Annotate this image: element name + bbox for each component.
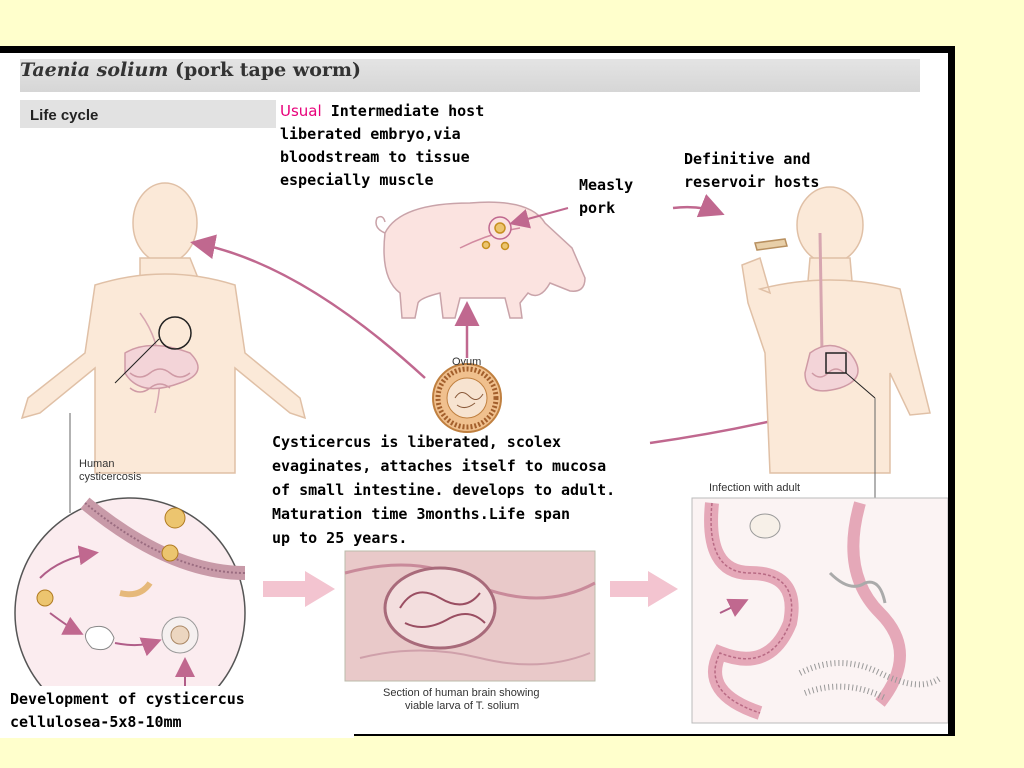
measly-pork-line1: Measly bbox=[579, 176, 634, 194]
section-bar bbox=[20, 100, 276, 128]
human-figure-left bbox=[20, 182, 307, 474]
intermediate-host-note-line4: especially muscle bbox=[280, 171, 434, 189]
cysticercus-note-line2: evaginates, attaches itself to mucosa bbox=[272, 457, 607, 475]
cysticercosis-inset bbox=[14, 497, 246, 729]
definitive-hosts-note: Definitive and reservoir hosts bbox=[684, 148, 819, 194]
panel-arrow-1 bbox=[263, 571, 335, 607]
title-banner bbox=[20, 59, 920, 92]
cysticercus-note-line5: up to 25 years. bbox=[272, 529, 408, 547]
section-label: Life cycle bbox=[30, 107, 99, 124]
measly-pork-note: Measly pork bbox=[579, 174, 633, 220]
panel-arrow-2 bbox=[610, 571, 678, 607]
ovum-label: Ovum bbox=[452, 356, 482, 368]
usual-highlight: Usual bbox=[280, 102, 322, 120]
cysticercus-note-line1: Cysticercus is liberated, scolex bbox=[272, 433, 561, 451]
cysticercus-note-line3: of small intestine. develops to adult. bbox=[272, 481, 616, 499]
human-to-ovum-arrow bbox=[649, 416, 786, 445]
intermediate-host-note-line3: bloodstream to tissue bbox=[280, 148, 470, 166]
ovum-to-human-arrow bbox=[190, 234, 426, 379]
human-figure-right bbox=[741, 186, 931, 474]
title-species: Taenia solium bbox=[20, 59, 169, 81]
definitive-hosts-line2: reservoir hosts bbox=[684, 173, 820, 191]
definitive-hosts-line1: Definitive and bbox=[684, 150, 811, 168]
life-cycle-artwork bbox=[14, 182, 948, 729]
cyst-highlight-circle bbox=[158, 316, 192, 350]
ovum-icon bbox=[432, 363, 502, 433]
measly-pork-line2: pork bbox=[579, 199, 616, 217]
cysticercus-note: Cysticercus is liberated, scolex evagina… bbox=[272, 430, 652, 550]
life-cycle-figure: Taenia solium (pork tape worm) Life cycl… bbox=[0, 53, 948, 734]
intestine-adult-worm-image bbox=[691, 497, 948, 724]
development-note: Development of cysticercus cellulosea-5x… bbox=[0, 686, 354, 738]
development-note-line1: Development of cysticercus bbox=[10, 690, 245, 708]
intermediate-host-note: Usual Intermediate host liberated embryo… bbox=[280, 100, 550, 192]
intermediate-host-note-line2: liberated embryo,via bbox=[280, 125, 461, 143]
infection-adult-label: Infection with adult bbox=[709, 482, 801, 494]
pig-icon bbox=[375, 201, 586, 319]
brain-section-caption-line1: Section of human brain showing bbox=[383, 687, 540, 699]
cysticercus-note-line4: Maturation time 3months.Life span bbox=[272, 505, 571, 523]
human-cysticercosis-label-line2: cysticercosis bbox=[79, 471, 142, 483]
measly-pork-pointer bbox=[509, 207, 569, 229]
callout-line bbox=[114, 338, 160, 384]
human-cysticercosis-label-line1: Human bbox=[79, 458, 115, 470]
figure-title: Taenia solium (pork tape worm) bbox=[20, 59, 361, 81]
callout-line-right bbox=[845, 372, 876, 399]
intermediate-host-text: Intermediate host bbox=[321, 102, 485, 120]
intermediate-host-note-line1: Usual Intermediate host bbox=[280, 100, 550, 123]
brain-section-caption-line2: viable larva of T. solium bbox=[405, 700, 520, 712]
adult-worm-highlight-box bbox=[825, 352, 847, 374]
brain-section-image bbox=[344, 550, 596, 682]
pork-to-human-arrow bbox=[672, 193, 725, 218]
title-common-name: (pork tape worm) bbox=[168, 59, 361, 81]
development-note-line2: cellulosea-5x8-10mm bbox=[10, 713, 182, 731]
